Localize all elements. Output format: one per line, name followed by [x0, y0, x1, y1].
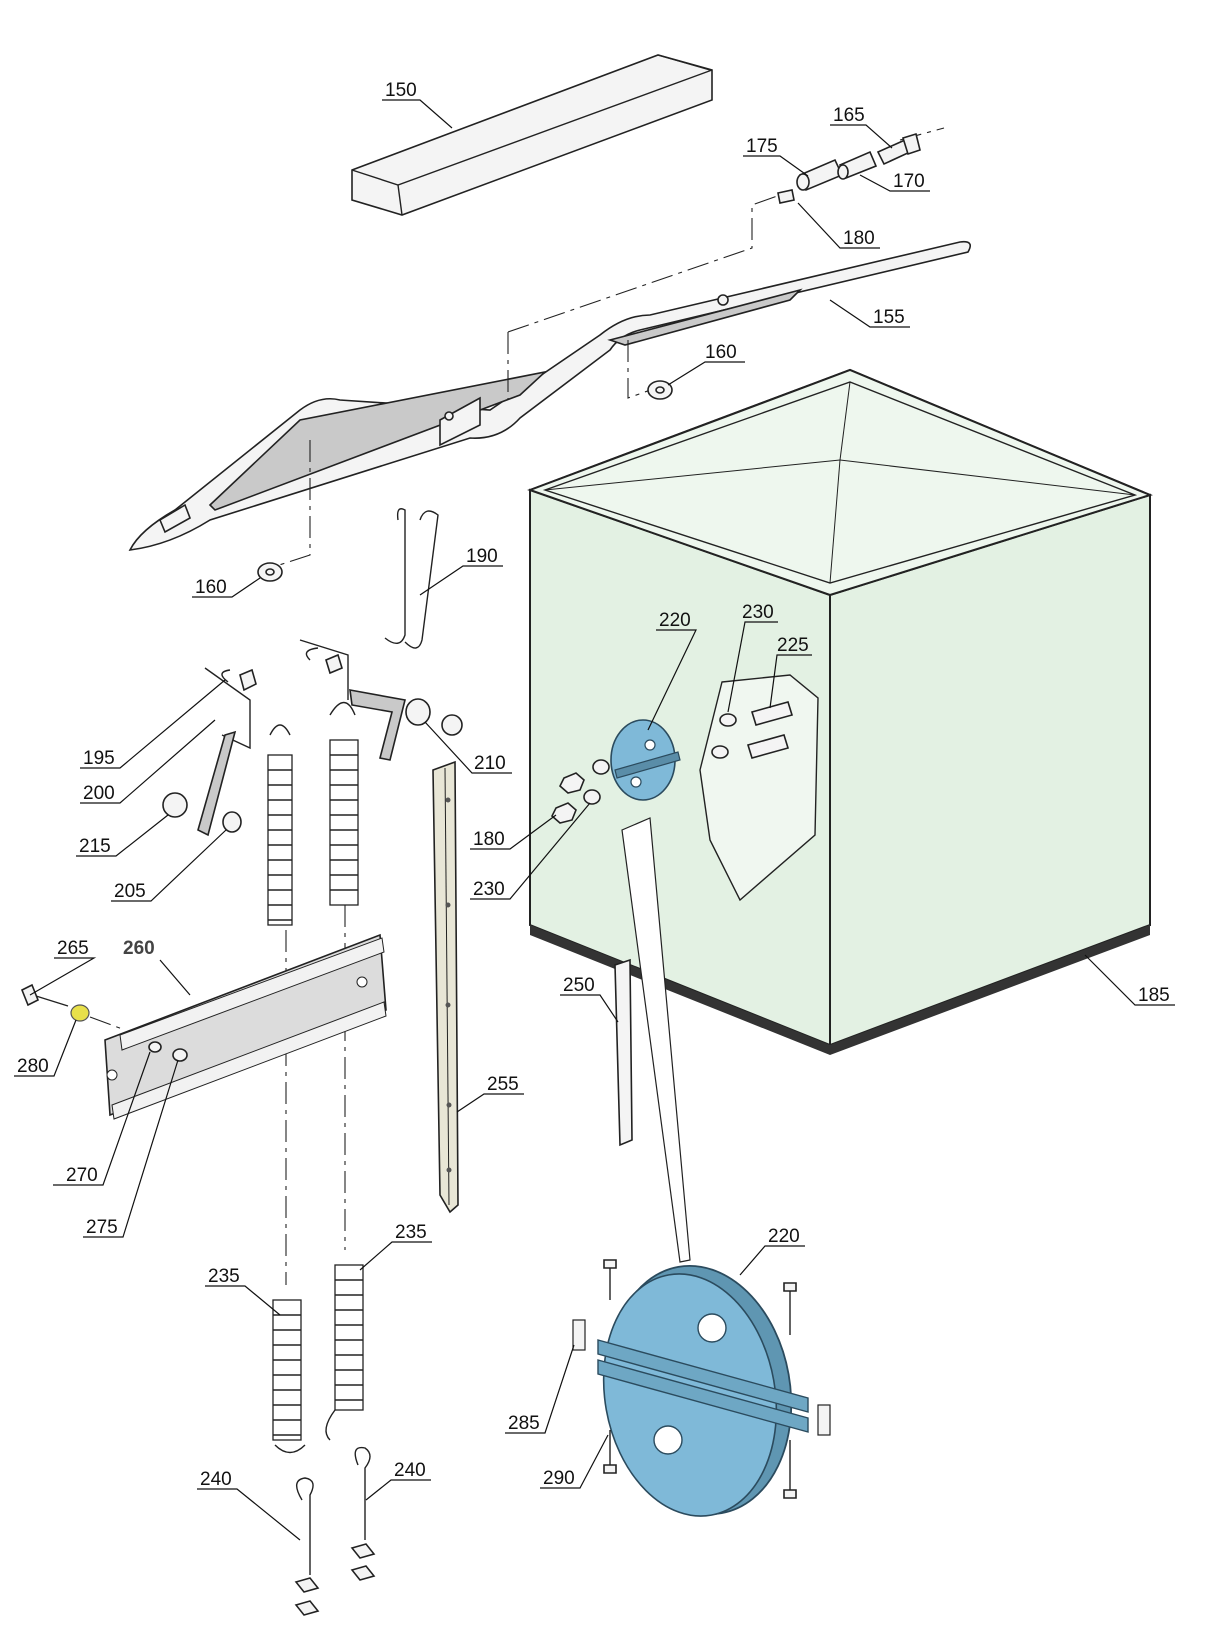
part-255-rail	[432, 760, 459, 1214]
part-155-lid-frame	[128, 240, 971, 551]
callout-225: 225	[777, 635, 809, 656]
guide-line	[507, 194, 781, 333]
callout-labels: 150 165 175 170 180 155 160 160 190 220 …	[14, 80, 1175, 1541]
callout-220-upper: 220	[659, 610, 691, 631]
callout-155: 155	[873, 307, 905, 328]
callout-150: 150	[385, 80, 417, 101]
part-220-counterweight-large	[572, 1259, 831, 1517]
callout-205: 205	[114, 881, 146, 902]
callout-280: 280	[17, 1056, 49, 1077]
callout-230-upper: 230	[742, 602, 774, 623]
callout-265: 265	[57, 938, 89, 959]
part-260-channel	[104, 933, 387, 1120]
callout-185: 185	[1138, 985, 1170, 1006]
callout-230-left: 230	[473, 879, 505, 900]
callout-235-left: 235	[208, 1266, 240, 1287]
callout-200: 200	[83, 783, 115, 804]
callout-250: 250	[563, 975, 595, 996]
callout-180-left: 180	[473, 829, 505, 850]
eye-bolts-240	[294, 1446, 376, 1616]
part-150-top-bar	[351, 54, 713, 216]
parts-165-175-bolt-set	[777, 132, 921, 204]
callout-255: 255	[487, 1074, 519, 1095]
guide-line	[269, 440, 311, 569]
part-210-bracket	[299, 639, 463, 761]
callout-190: 190	[466, 546, 498, 567]
callout-235-right: 235	[395, 1222, 427, 1243]
callout-275: 275	[86, 1217, 118, 1238]
leader-wedge	[621, 817, 691, 1263]
callout-160-lower: 160	[195, 577, 227, 598]
upper-springs	[267, 701, 359, 926]
parts-265-280-bolt-spacer	[20, 983, 126, 1031]
callout-240-left: 240	[200, 1469, 232, 1490]
part-185-cabinet	[527, 368, 1153, 1055]
parts-225-230-fasteners	[711, 701, 794, 759]
callout-180-top: 180	[843, 228, 875, 249]
part-250-leg	[614, 958, 633, 1147]
callout-175: 175	[746, 136, 778, 157]
callout-240-right: 240	[394, 1460, 426, 1481]
callout-260: 260	[123, 938, 155, 959]
callout-195: 195	[83, 748, 115, 769]
callout-210: 210	[474, 753, 506, 774]
lower-springs-235	[272, 1264, 364, 1454]
callout-290: 290	[543, 1468, 575, 1489]
callout-165: 165	[833, 105, 865, 126]
callout-170: 170	[893, 171, 925, 192]
guide-line	[627, 340, 657, 399]
callout-215: 215	[79, 836, 111, 857]
part-220-counterweight-small	[610, 719, 681, 801]
callout-285: 285	[508, 1413, 540, 1434]
parts-180-230-nuts-washers	[551, 759, 610, 824]
callout-220-lower: 220	[768, 1226, 800, 1247]
callout-160-upper: 160	[705, 342, 737, 363]
callout-270: 270	[66, 1165, 98, 1186]
part-190-hooks	[384, 508, 439, 649]
parts-195-200-215-bracket	[162, 667, 257, 837]
